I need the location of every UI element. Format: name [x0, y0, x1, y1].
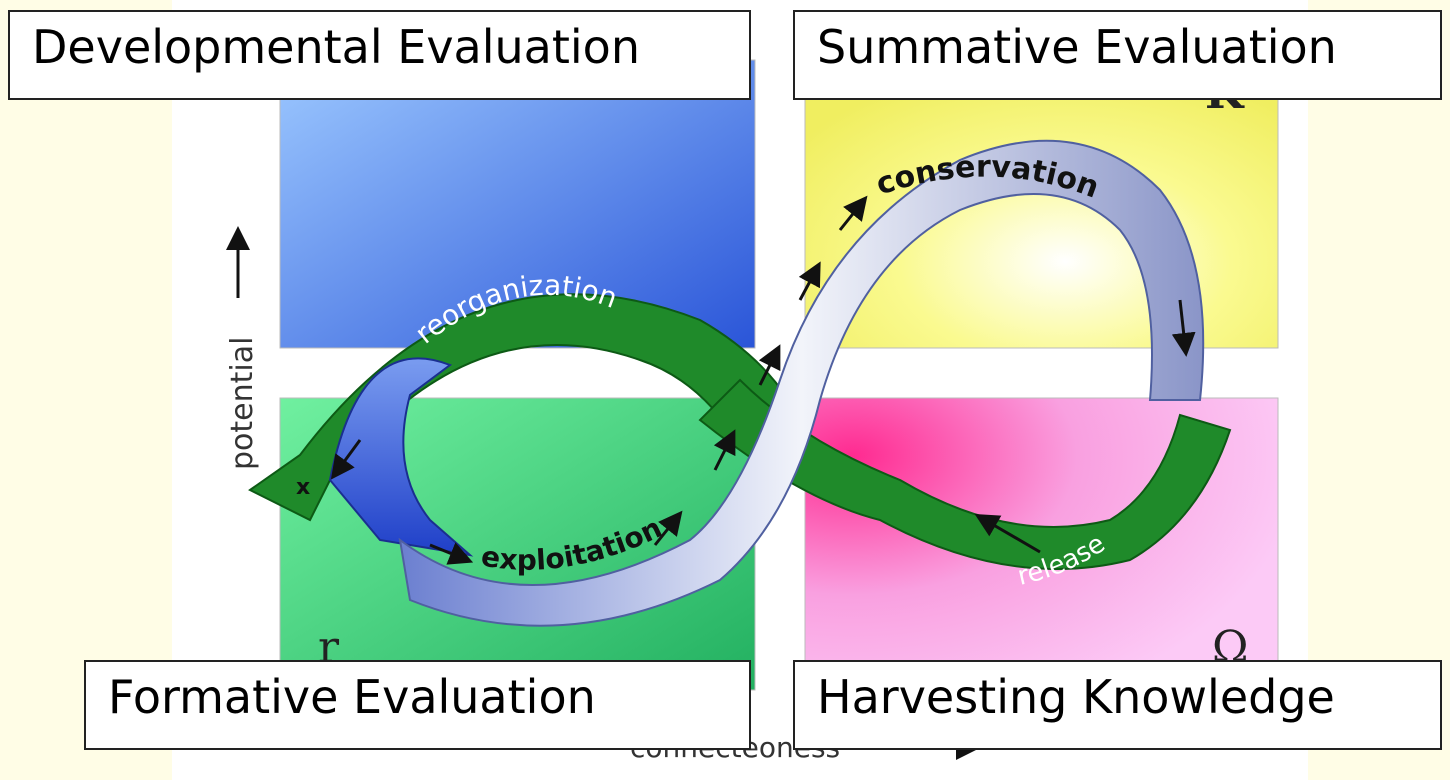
- silver-band: [398, 139, 1205, 627]
- y-axis-label: potential: [225, 337, 260, 470]
- flow-arrow: [429, 542, 474, 565]
- release-band: [698, 378, 1232, 570]
- summative-evaluation-label: Summative Evaluation: [793, 10, 1442, 100]
- flow-arrow: [713, 429, 736, 471]
- flow-arrow: [758, 344, 781, 386]
- flow-arrow: [653, 510, 683, 546]
- flow-arrow: [1171, 299, 1196, 357]
- exit-label: x: [296, 475, 310, 500]
- flow-arrow: [330, 439, 362, 480]
- flow-arrow: [974, 513, 1041, 554]
- flow-arrow: [838, 195, 868, 231]
- flow-arrow: [798, 261, 821, 301]
- harvesting-knowledge-label: Harvesting Knowledge: [793, 660, 1442, 750]
- exploitation-blue-band: [328, 357, 474, 557]
- developmental-evaluation-label: Developmental Evaluation: [8, 10, 751, 100]
- formative-evaluation-label: Formative Evaluation: [84, 660, 751, 750]
